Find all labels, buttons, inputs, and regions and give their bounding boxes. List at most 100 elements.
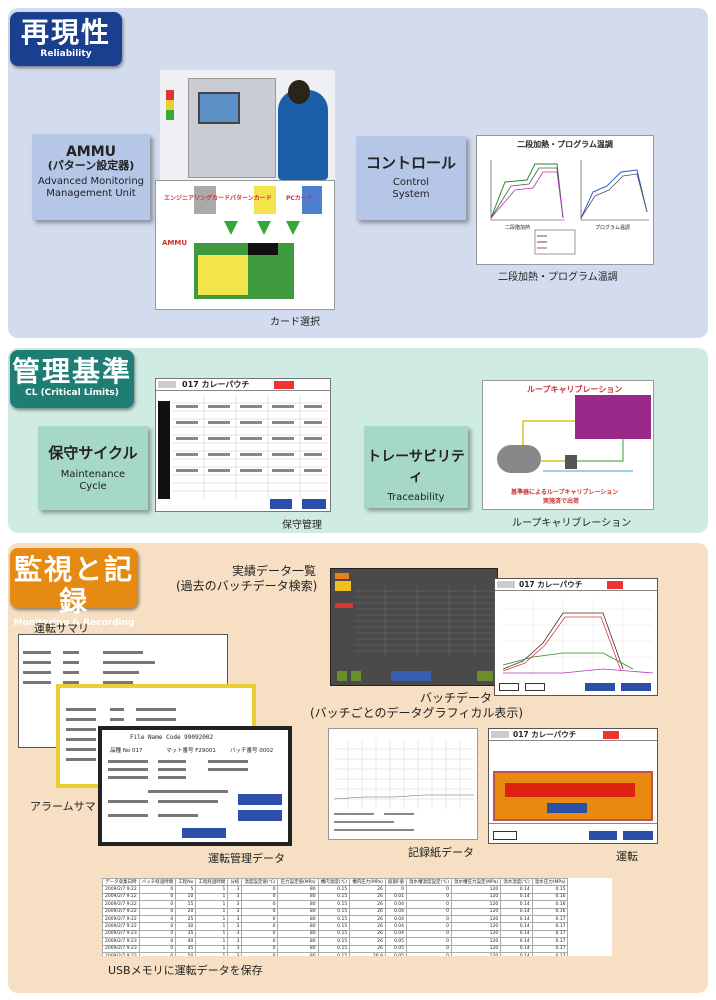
- run-management-window: File Name Code 99092002 品種 No 017 マット番号 …: [98, 726, 292, 846]
- control-system-box: コントロール Control System: [356, 136, 466, 220]
- operation-screen-code: [491, 731, 509, 738]
- usb-table-cell: 120: [451, 922, 502, 931]
- usb-table-cell: 120: [451, 900, 502, 909]
- arrow-center-icon: [257, 221, 271, 235]
- usb-table-cell: 0: [405, 922, 453, 931]
- usb-table-header-cell: 圧力設定値(MPa): [277, 878, 319, 887]
- batch-data-label: バッチデータ: [420, 691, 493, 705]
- operation-btn-3[interactable]: [623, 831, 653, 840]
- usb-table-cell: 25: [175, 914, 197, 924]
- usb-table-header-cell: 温水温度(℃): [500, 878, 533, 887]
- heating-graph-left-label: 二段階加熱: [505, 225, 531, 231]
- usb-table-cell: 3: [227, 929, 243, 939]
- ammu-card-label: AMMU: [162, 239, 188, 247]
- usb-table-cell: 3: [227, 944, 243, 953]
- maintenance-en-line2: Cycle: [79, 481, 107, 492]
- usb-table-cell: 0.14: [500, 944, 533, 953]
- usb-table-header-cell: バッチ経過時間: [138, 878, 177, 887]
- usb-table-cell: 120: [451, 937, 502, 946]
- usb-table-cell: 120: [451, 907, 502, 916]
- performance-list-screen: [330, 568, 498, 686]
- usb-table-cell: 2009/2/7 9:22: [102, 900, 140, 909]
- usb-table-cell: 0.14: [500, 892, 533, 902]
- usb-table-cell: 80: [277, 914, 319, 924]
- run-mgmt-btn-1[interactable]: [238, 794, 282, 805]
- operation-alarm-popup: [493, 771, 653, 821]
- usb-table-cell: 1: [195, 900, 229, 909]
- maintenance-screen-code: [158, 381, 176, 388]
- batch-data-sublabel: (バッチごとのデータグラフィカル表示): [310, 706, 524, 720]
- batch-btn-4[interactable]: [621, 683, 651, 691]
- usb-table-cell: 0: [241, 951, 279, 956]
- engineering-card: [194, 186, 216, 214]
- usb-table-cell: 0.17: [531, 944, 569, 953]
- perf-nav-down-button[interactable]: [351, 671, 361, 681]
- usb-table-cell: 0: [241, 892, 279, 902]
- usb-table-cell: 120: [451, 929, 502, 939]
- perf-action-button[interactable]: [391, 671, 431, 681]
- usb-table-cell: 0: [138, 929, 177, 939]
- usb-table-cell: 80: [277, 937, 319, 946]
- loop-caption: ループキャリブレーション: [512, 518, 632, 529]
- usb-table-cell: 80: [277, 900, 319, 909]
- usb-table-cell: 45: [175, 944, 197, 953]
- perf-close-button[interactable]: [477, 671, 493, 681]
- usb-table-cell: 0: [384, 885, 407, 894]
- usb-table-cell: 0.05: [384, 951, 407, 956]
- ammu-subtitle: (パターン設定器): [47, 159, 135, 172]
- usb-table-cell: 0.15: [317, 885, 351, 894]
- run-mgmt-btn-3[interactable]: [182, 828, 226, 838]
- usb-table-header-cell: 温水槽温度設定(℃): [405, 878, 453, 887]
- batch-btn-3[interactable]: [585, 683, 615, 691]
- ammu-box: AMMU (パターン設定器) Advanced Monitoring Manag…: [32, 134, 150, 220]
- perf-row-highlight: [335, 603, 353, 608]
- run-mgmt-label: 運転管理データ: [208, 852, 285, 865]
- batch-btn-2[interactable]: [525, 683, 545, 691]
- perf-nav-up-button[interactable]: [337, 671, 347, 681]
- loop-calibration-diagram: ループキャリブレーション 基準器によるループキャリブレーション 実施済で出荷: [482, 380, 654, 510]
- loop-vessel: [497, 445, 541, 473]
- operation-btn-2[interactable]: [589, 831, 617, 840]
- usb-table-cell: 0.04: [384, 929, 407, 939]
- batch-btn-1[interactable]: [499, 683, 519, 691]
- usb-table-cell: 120: [451, 885, 502, 894]
- maintenance-btn-2[interactable]: [302, 499, 326, 509]
- run-mgmt-mat: マット番号 F29001: [166, 748, 216, 754]
- loop-diagram-title: ループキャリブレーション: [527, 385, 623, 394]
- usb-table-cell: 0: [405, 937, 453, 946]
- usb-table-cell: 1: [195, 951, 229, 956]
- reliability-badge-title: 再現性: [20, 16, 111, 49]
- usb-table-cell: 26: [349, 892, 386, 902]
- usb-table-header-cell: 槽内圧力(MPa): [349, 878, 386, 887]
- chart-paper-lines: [334, 813, 414, 831]
- operation-screen-header: 017 カレーパウチ: [489, 729, 657, 741]
- usb-table-cell: 1: [195, 892, 229, 902]
- usb-table-cell: 35: [175, 929, 197, 939]
- ammu-board-slot: [248, 243, 278, 255]
- loop-note-line2: 実施済で出荷: [543, 498, 580, 505]
- ammu-board-yellow: [198, 255, 248, 295]
- run-mgmt-btn-2[interactable]: [238, 810, 282, 821]
- usb-table-cell: 80: [277, 885, 319, 894]
- operation-btn-1[interactable]: [493, 831, 517, 840]
- usb-table-cell: 2009/2/7 9:22: [102, 914, 140, 924]
- heating-graph-caption: 二段加熱・プログラム温調: [498, 272, 618, 283]
- panel-screen-image: [198, 92, 240, 124]
- perf-list-sublabel: (過去のバッチデータ検索): [176, 579, 318, 593]
- usb-table-cell: 0.16: [531, 892, 569, 902]
- heating-graph-title: 二段加熱・プログラム温調: [517, 140, 613, 149]
- alarm-summary-label: アラームサマリ: [30, 800, 107, 813]
- usb-table-cell: 1: [195, 937, 229, 946]
- operation-alarm-button[interactable]: [547, 803, 587, 813]
- usb-table-cell: 0.15: [317, 951, 351, 956]
- usb-table-cell: 0: [241, 944, 279, 953]
- usb-table-cell: 26: [349, 914, 386, 924]
- maintenance-btn-1[interactable]: [270, 499, 292, 509]
- usb-table-cell: 0.15: [317, 914, 351, 924]
- perf-header-bar: [335, 573, 349, 579]
